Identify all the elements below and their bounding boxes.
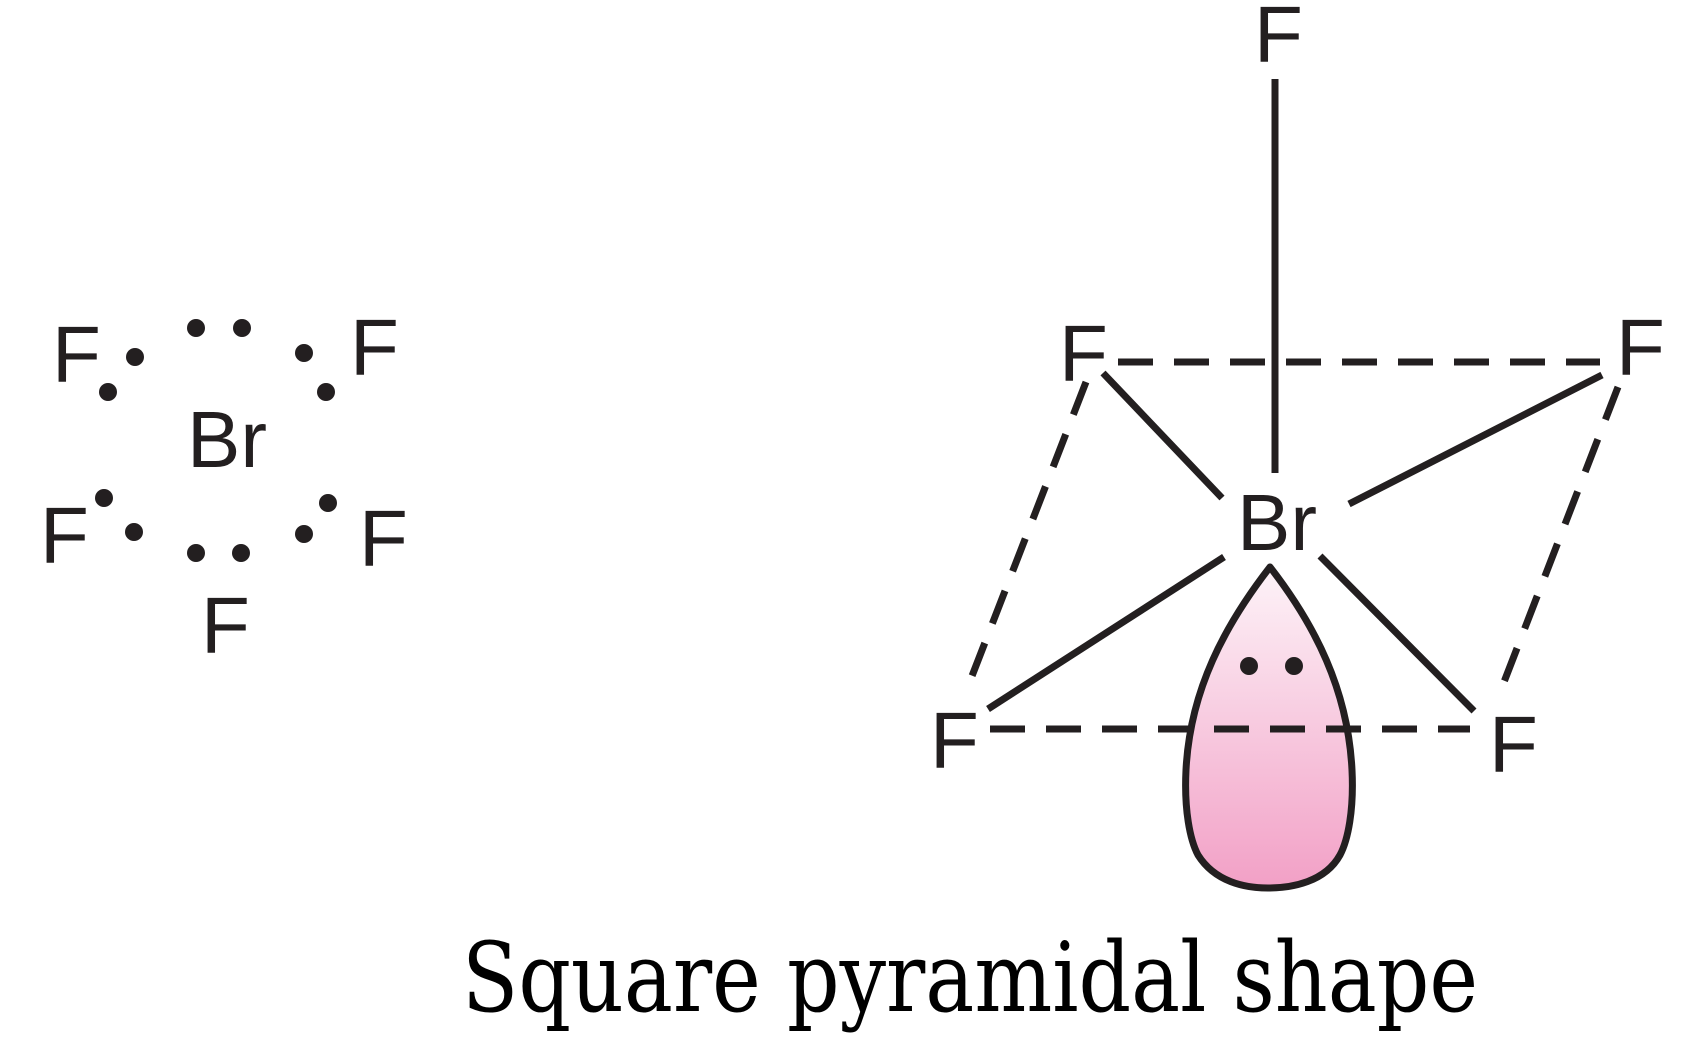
base-edge-left bbox=[968, 380, 1090, 678]
electron-dot bbox=[317, 383, 335, 401]
electron-dot bbox=[319, 494, 337, 512]
lone-pair-dot bbox=[1285, 657, 1303, 675]
bond-upper-right bbox=[1347, 371, 1604, 508]
vsepr-diagram: F F F F F Br bbox=[930, 0, 1665, 892]
vsepr-f-lower-left: F bbox=[930, 696, 979, 785]
vsepr-f-upper-left: F bbox=[1059, 309, 1108, 398]
electron-dot bbox=[295, 344, 313, 362]
electron-dot bbox=[187, 544, 205, 562]
electron-dot bbox=[126, 348, 144, 366]
lewis-f-upper-left: F bbox=[52, 310, 101, 399]
lewis-structure: F F Br F F F bbox=[40, 303, 408, 670]
bond-lower-left bbox=[986, 554, 1226, 712]
lewis-f-upper-right: F bbox=[350, 303, 399, 392]
vsepr-central-br: Br bbox=[1237, 478, 1317, 567]
vsepr-f-upper-right: F bbox=[1616, 303, 1665, 392]
lewis-f-lower-left: F bbox=[40, 491, 89, 580]
lone-pair-dot bbox=[1240, 657, 1258, 675]
vsepr-f-axial: F bbox=[1254, 0, 1303, 79]
electron-dot bbox=[295, 525, 313, 543]
lewis-f-lower-right: F bbox=[359, 494, 408, 583]
diagram-caption: Square pyramidal shape bbox=[462, 922, 1478, 1034]
vsepr-f-lower-right: F bbox=[1489, 700, 1538, 789]
bond-upper-left bbox=[1100, 370, 1225, 501]
electron-dot bbox=[95, 489, 113, 507]
lewis-f-bottom: F bbox=[201, 581, 250, 670]
electron-dot bbox=[125, 523, 143, 541]
electron-dot bbox=[99, 383, 117, 401]
electron-dot bbox=[232, 544, 250, 562]
lewis-central-br: Br bbox=[187, 395, 267, 484]
electron-dot bbox=[233, 319, 251, 337]
lewis-electron-dots bbox=[95, 319, 337, 562]
base-edge-right bbox=[1500, 385, 1622, 684]
bond-lower-right bbox=[1317, 553, 1477, 714]
electron-dot bbox=[187, 319, 205, 337]
